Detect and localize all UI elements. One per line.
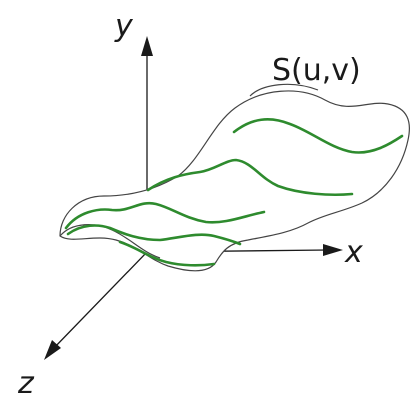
z-axis-line <box>51 251 148 351</box>
isoline-4 <box>66 224 242 246</box>
y-axis-arrowhead <box>141 36 153 56</box>
z-axis-label: z <box>17 366 35 401</box>
isoline-5 <box>118 240 216 267</box>
isoline-1 <box>232 118 404 154</box>
x-axis-arrowhead <box>323 244 343 256</box>
x-axis-label: x <box>344 235 363 270</box>
z-axis-arrowhead <box>44 340 61 360</box>
surface-patch <box>59 90 410 272</box>
isoline-2 <box>146 158 354 197</box>
isoline-3 <box>64 201 266 230</box>
y-axis-label: y <box>114 9 134 44</box>
isolines <box>64 118 404 267</box>
surface-back-edge <box>249 83 319 97</box>
surface-label: S(u,v) <box>272 53 361 88</box>
